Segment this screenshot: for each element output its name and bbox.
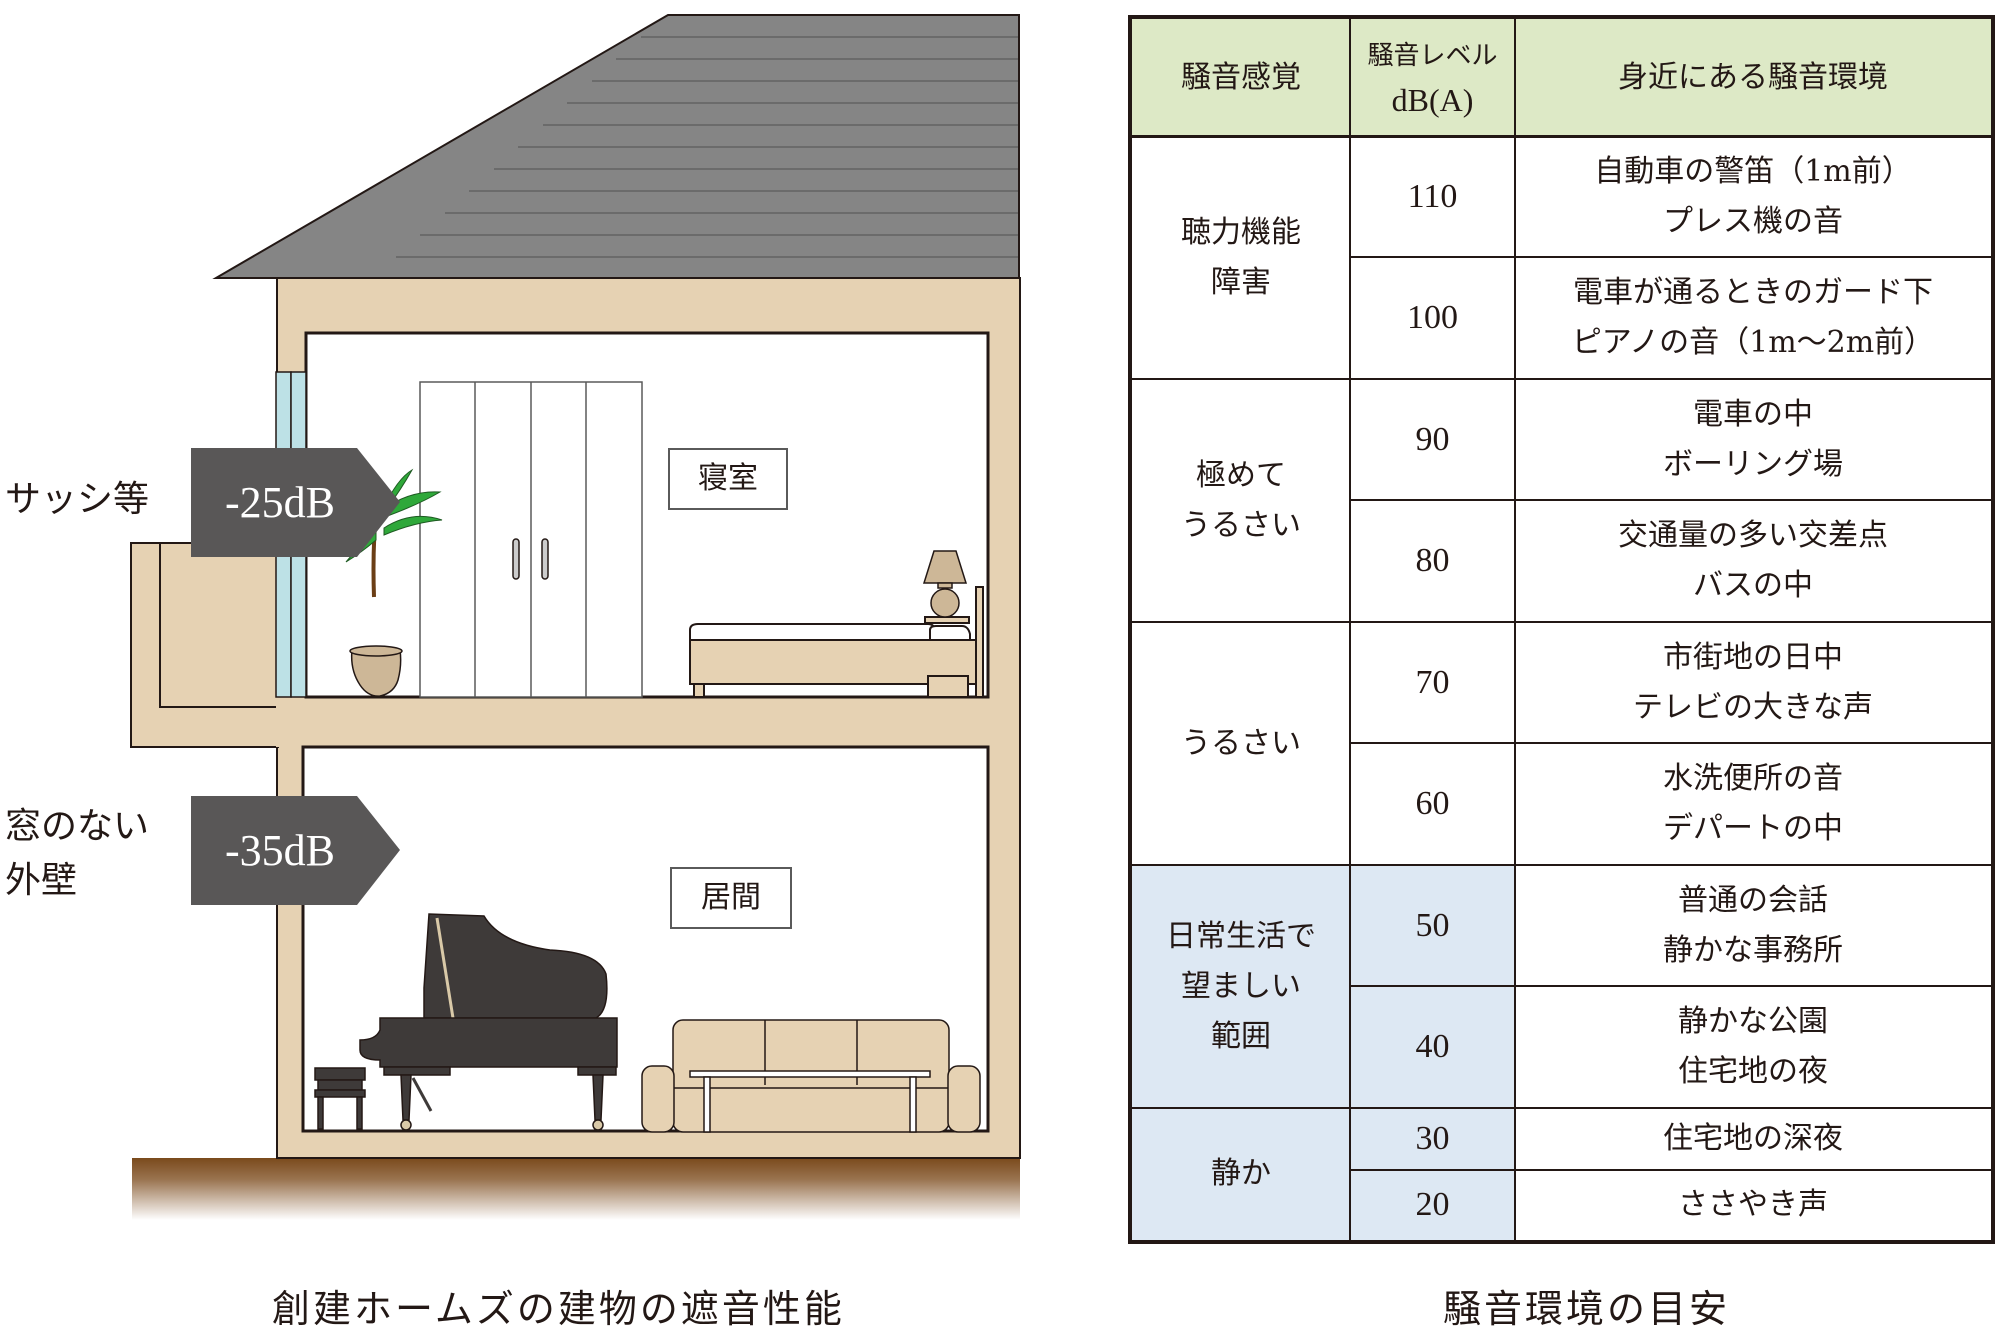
examples-70: 市街地の日中 テレビの大きな声 <box>1633 639 1873 725</box>
grid-hline <box>1132 864 1991 866</box>
grand-piano-icon <box>359 913 618 1131</box>
examples-80: 交通量の多い交差点 バスの中 <box>1618 518 1888 603</box>
level-100: 100 <box>1407 299 1458 336</box>
room-label-living: 居間 <box>670 867 792 929</box>
badge-arrow-upper <box>191 448 400 557</box>
level-90: 90 <box>1415 420 1450 458</box>
bed-icon <box>689 586 984 698</box>
noise-level-table: 騒音感覚 騒音レベル dB(A) 身近にある騒音環境 聴力機能 障害 極めて う… <box>1128 15 1995 1244</box>
header-environment: 身近にある騒音環境 <box>1515 19 1991 136</box>
grid-hline <box>1350 742 1991 744</box>
header-noise-level-unit: dB(A) <box>1391 81 1474 118</box>
sound-reduction-badge-upper: -25dB <box>191 448 401 557</box>
group-extremely-loud: 極めて うるさい <box>1181 457 1301 543</box>
diagram-caption: 創建ホームズの建物の遮音性能 <box>272 1287 845 1331</box>
level-70: 70 <box>1415 663 1450 701</box>
ground <box>132 1158 1020 1220</box>
examples-110: 自動車の警笛（1m前） プレス機の音 <box>1594 153 1912 239</box>
grid-hline <box>1132 621 1991 623</box>
closet-icon <box>419 381 643 698</box>
grid-vline <box>1514 19 1516 1240</box>
level-80: 80 <box>1415 542 1450 579</box>
group-hearing-damage: 聴力機能 障害 <box>1181 214 1301 300</box>
examples-90: 電車の中 ボーリング場 <box>1663 396 1843 482</box>
grid-hline <box>1350 1169 1991 1171</box>
grid-hline <box>1132 135 1991 138</box>
header-noise-level-label: 騒音レベル <box>1367 40 1498 71</box>
grid-hline <box>1350 256 1991 258</box>
level-50: 50 <box>1415 906 1450 944</box>
sound-reduction-badge-lower: -35dB <box>191 796 401 905</box>
group-loud: うるさい <box>1181 725 1301 761</box>
grid-hline <box>1350 985 1991 987</box>
comfort-zone-bg <box>1132 865 1515 1240</box>
group-desirable-daily: 日常生活で 望ましい 範囲 <box>1166 918 1316 1054</box>
table-caption: 騒音環境の目安 <box>1443 1287 1731 1331</box>
examples-30: 住宅地の深夜 <box>1663 1121 1843 1156</box>
badge-value: -35dB <box>225 826 335 875</box>
examples-50: 普通の会話 静かな事務所 <box>1663 882 1843 968</box>
badge-arrow-lower <box>191 796 400 905</box>
level-60: 60 <box>1415 785 1450 822</box>
label-sash: サッシ等 <box>5 479 150 520</box>
examples-60: 水洗便所の音 デパートの中 <box>1663 761 1843 846</box>
label-windowless-wall-line2: 外壁 <box>5 860 78 901</box>
roof <box>212 14 1020 279</box>
grid-vline <box>1349 19 1351 1240</box>
level-20: 20 <box>1415 1186 1450 1223</box>
piano-bench-icon <box>314 1067 366 1130</box>
grid-hline <box>1132 378 1991 380</box>
level-30: 30 <box>1415 1120 1450 1157</box>
group-quiet: 静か <box>1211 1156 1271 1191</box>
house-cross-section-diagram <box>130 14 1021 1220</box>
label-windowless-wall-line1: 窓のない <box>5 806 150 847</box>
examples-100: 電車が通るときのガード下 ピアノの音（1m〜2m前） <box>1571 275 1935 360</box>
room-label-bedroom: 寝室 <box>668 448 788 510</box>
level-40: 40 <box>1415 1028 1450 1065</box>
grid-hline <box>1132 1107 1991 1109</box>
grid-hline <box>1350 499 1991 501</box>
table-lamp-icon <box>922 550 968 618</box>
header-noise-sense: 騒音感覚 <box>1132 19 1350 136</box>
examples-40: 静かな公園 住宅地の夜 <box>1678 1004 1828 1089</box>
sofa-icon <box>641 1019 981 1133</box>
level-110: 110 <box>1407 177 1458 215</box>
header-noise-level: 騒音レベル dB(A) <box>1350 19 1515 136</box>
examples-20: ささやき声 <box>1678 1187 1828 1222</box>
badge-value: -25dB <box>225 478 335 527</box>
